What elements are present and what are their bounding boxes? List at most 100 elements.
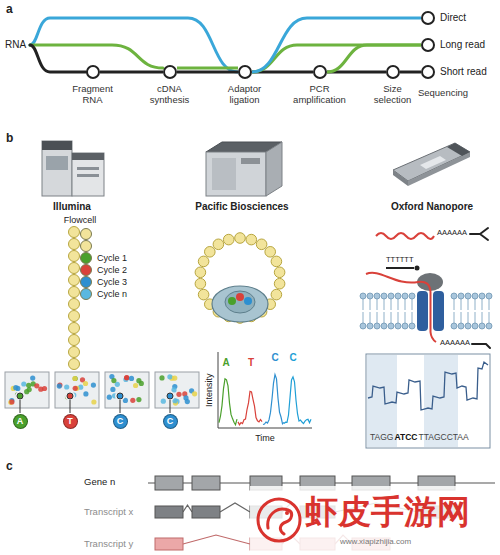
base-circle: A — [13, 414, 28, 429]
squiggle-plot — [366, 354, 490, 448]
lipid-tail — [363, 299, 364, 323]
long-read-wire — [30, 45, 163, 68]
lipid-tail — [454, 299, 455, 323]
cluster-dot — [57, 383, 62, 388]
trace-segment — [219, 379, 237, 425]
base-letter: C — [164, 415, 177, 428]
trace-segment — [238, 391, 262, 424]
cluster-image — [105, 372, 149, 408]
step-circle: Adaptor ligation — [238, 65, 252, 79]
highlight-dot — [67, 393, 73, 399]
lipid-head — [451, 293, 457, 299]
template-bead — [271, 289, 282, 300]
cluster-dot — [110, 387, 115, 392]
step-label: Fragment RNA — [67, 84, 119, 106]
leader-line — [20, 400, 21, 413]
lipid-tail — [391, 299, 392, 323]
lipid-head — [409, 323, 415, 329]
leader-line — [170, 400, 171, 413]
input-label: RNA — [5, 39, 26, 51]
template-bead — [256, 239, 267, 250]
step-label: Sequencing — [413, 88, 473, 99]
lipid-tail — [461, 299, 462, 323]
cluster-dot — [124, 375, 129, 380]
pacbio-instrument — [206, 142, 282, 196]
base-bead — [69, 275, 80, 286]
part-label: Flowcell — [50, 215, 110, 225]
cycle-label: Cycle 3 — [97, 277, 127, 287]
cluster-dot — [192, 391, 197, 396]
lipid-head — [374, 293, 380, 299]
cluster-image — [55, 372, 99, 408]
cluster-dot — [83, 381, 88, 386]
base-bead — [81, 289, 92, 300]
rna-wires — [30, 18, 238, 72]
lipid-tail — [489, 299, 490, 323]
step-label: Size selection — [367, 84, 419, 106]
template-bead — [274, 267, 285, 278]
cluster-dot — [124, 375, 129, 380]
smrt-template — [195, 233, 285, 324]
step-label: cDNA synthesis — [144, 84, 196, 106]
lipid-head — [458, 293, 464, 299]
lipid-head — [367, 323, 373, 329]
process-path — [400, 71, 421, 74]
intensity-trace — [219, 375, 311, 425]
cluster-dot — [38, 387, 43, 392]
base-bead — [81, 265, 92, 276]
base-bead — [69, 287, 80, 298]
lipid-head — [374, 323, 380, 329]
output-label: Long read — [440, 39, 485, 51]
lipid-head — [388, 323, 394, 329]
cluster-images — [5, 372, 199, 413]
cluster-dot — [116, 392, 125, 401]
output-circle: Long read — [421, 38, 435, 52]
axis-label: Intensity — [204, 360, 214, 420]
step-label: Adaptor ligation — [219, 84, 271, 106]
base-letter: T — [64, 415, 77, 428]
base-letter: A — [14, 415, 27, 428]
template-bead — [246, 234, 257, 245]
read-sequence: TAGG — [370, 433, 393, 443]
leader-line — [120, 400, 121, 413]
lipid-head — [486, 293, 492, 299]
step-circle: cDNA synthesis — [163, 65, 177, 79]
highlight-dot — [17, 393, 23, 399]
lipid-head — [395, 323, 401, 329]
template-bead — [265, 247, 276, 258]
cycle-label: Cycle 1 — [97, 253, 127, 263]
template-bead — [205, 247, 216, 258]
lipid-head — [388, 293, 394, 299]
base-call: C — [286, 352, 300, 364]
output-label: Short read — [440, 66, 487, 78]
highlight-dot — [117, 393, 123, 399]
panel-letter: b — [6, 132, 13, 146]
illumina-instrument — [42, 141, 104, 196]
base-bead — [81, 277, 92, 288]
template-bead — [198, 256, 209, 267]
step-circle: Size selection — [386, 65, 400, 79]
base-bead — [69, 227, 80, 238]
cluster-dot — [129, 376, 134, 381]
track-label: Gene n — [84, 477, 115, 488]
trace-segment — [284, 377, 311, 424]
base-letter: C — [114, 415, 127, 428]
cluster-dot — [159, 375, 164, 380]
cycle-label: Cycle 2 — [97, 265, 127, 275]
track-label: Transcript y — [84, 539, 133, 550]
sequence-tail: AAAAAA — [437, 229, 467, 238]
cluster-dot — [133, 383, 138, 388]
plot-axes — [218, 352, 312, 428]
read-sequence: TTAGCCTAA — [418, 433, 468, 443]
base-bead — [81, 253, 92, 264]
lipid-head — [402, 293, 408, 299]
cycle-label: Cycle n — [97, 289, 127, 299]
leader-line — [70, 400, 71, 413]
template-bead — [213, 239, 224, 250]
cluster-dot — [130, 398, 135, 403]
watermark-text: 虾皮手游网 — [305, 493, 470, 531]
track-label: Transcript x — [84, 507, 133, 518]
platform-name: Oxford Nanopore — [377, 201, 487, 213]
axis-label: Time — [245, 433, 285, 443]
lipid-head — [409, 293, 415, 299]
